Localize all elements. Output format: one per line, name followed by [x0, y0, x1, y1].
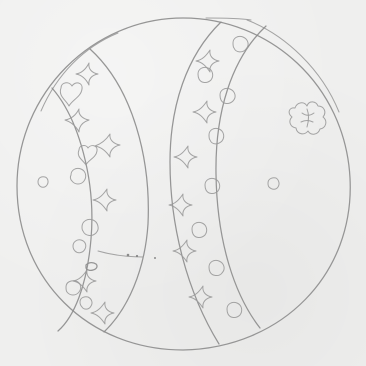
- circle-icon: [80, 297, 92, 309]
- ball-outline-icon: [17, 18, 350, 350]
- star-icon: [174, 146, 197, 168]
- star-icon: [95, 134, 120, 157]
- scribble-mark: [86, 254, 156, 271]
- circle-icon: [82, 219, 98, 235]
- small-circle-icon: [38, 177, 48, 188]
- left-band-motifs: [38, 63, 279, 324]
- circle-icon: [70, 168, 85, 184]
- circle-icon: [227, 302, 242, 317]
- circle-icon: [233, 36, 248, 52]
- flower-icon: [289, 102, 326, 134]
- circle-icon: [73, 240, 86, 253]
- circle-icon: [205, 178, 220, 193]
- star-icon: [196, 50, 219, 72]
- heart-icon: [60, 83, 82, 106]
- circle-icon: [192, 222, 207, 237]
- star-icon: [76, 63, 98, 85]
- circle-icon: [209, 260, 224, 275]
- heart-icon: [78, 146, 97, 165]
- star-icon: [193, 101, 216, 123]
- star-icon: [91, 302, 114, 324]
- circle-icon: [209, 128, 224, 144]
- right-band-motifs: [169, 36, 248, 317]
- small-circle-icon: [268, 178, 279, 190]
- star-icon: [93, 189, 116, 211]
- circle-icon: [198, 67, 213, 82]
- star-icon: [173, 240, 196, 262]
- circle-icon: [66, 281, 81, 295]
